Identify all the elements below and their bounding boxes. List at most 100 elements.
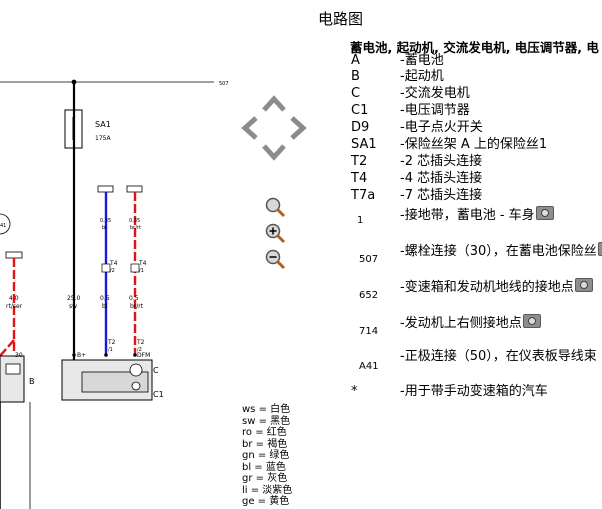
legend-description-wrap: -2 芯插头连接: [400, 154, 482, 170]
legend-description: -7 芯插头连接: [400, 188, 483, 203]
zoom-in-button[interactable]: [264, 222, 286, 244]
pan-right-button[interactable]: [290, 116, 308, 140]
wire-color-entry: sw = 黑色: [242, 415, 291, 427]
wire-main-color: sw: [69, 303, 77, 310]
zoom-fit-button[interactable]: [264, 196, 286, 218]
wire-blue-size-top: 0.35: [100, 218, 111, 224]
label-b: B: [29, 377, 35, 386]
legend-code: T7a: [351, 188, 376, 203]
legend-code: 1: [357, 215, 364, 226]
pin-b-plus: B+: [77, 352, 86, 359]
connector-t4-1[interactable]: [130, 263, 140, 273]
legend-description: -保险丝架 A 上的保险丝1: [400, 137, 548, 152]
connector-t4-1-label: T4: [138, 260, 147, 267]
legend-description: -交流发电机: [400, 86, 470, 101]
legend-description-wrap: -螺栓连接（30），在蓄电池保险丝: [400, 242, 602, 260]
legend-description-wrap: -交流发电机: [400, 86, 470, 102]
legend-description: -电压调节器: [400, 103, 470, 118]
zoom-out-icon: [265, 249, 286, 270]
connector-t4-2-label: T4: [109, 260, 118, 267]
starter-terminal: [5, 363, 21, 375]
right-arrow-icon: [290, 116, 307, 140]
wire-blue-color: bl: [102, 303, 108, 310]
legend-description-wrap: -电子点火开关: [400, 120, 483, 136]
pin-dfm: DFM: [137, 352, 150, 359]
wire-left-size: 4.0: [9, 295, 19, 302]
legend-code: *: [351, 384, 358, 399]
connector-t4-2[interactable]: [101, 263, 111, 273]
legend-description: -4 芯插头连接: [400, 171, 483, 186]
label-c1: C1: [153, 390, 164, 399]
legend-description-wrap: -保险丝架 A 上的保险丝1: [400, 137, 547, 153]
connector-t2-1-pin: /1: [108, 347, 113, 353]
pin-dot-red: [133, 353, 137, 357]
pin-dot-b: [72, 353, 76, 357]
wire-left-red-diag: [0, 339, 15, 357]
connector-t2-1-label: T2: [107, 339, 116, 346]
legend-description-wrap: -接地带，蓄电池 - 车身: [400, 206, 554, 224]
wire-red-color: br/rt: [130, 303, 144, 310]
legend-description-wrap: -起动机: [400, 69, 444, 85]
wire-main-size: 25.0: [67, 295, 81, 302]
legend-description: -变速箱和发动机地线的接地点: [400, 280, 574, 295]
legend-description-wrap: -正极连接（50），在仪表板导线束: [400, 349, 597, 365]
wire-red-color-top: br/rt: [130, 225, 141, 231]
wiring-diagram[interactable]: 507 SA1 175A 25.0 sw 0.35 bl T4 /2 0.5 b…: [0, 0, 240, 509]
camera-icon[interactable]: [535, 206, 554, 220]
legend-description-wrap: -变速箱和发动机地线的接地点: [400, 278, 593, 296]
regulator-symbol: [131, 381, 141, 391]
legend-description-wrap: -发动机上右侧接地点: [400, 314, 541, 332]
wire-color-entry: li = 淡紫色: [242, 484, 293, 496]
legend-description: -2 芯插头连接: [400, 154, 483, 169]
wire-color-entry: ro = 红色: [242, 427, 287, 438]
fuse-label: SA1: [95, 120, 111, 129]
legend-description: -正极连接（50），在仪表板导线束: [400, 349, 597, 364]
component-41[interactable]: [0, 213, 11, 235]
starter-b[interactable]: [0, 355, 25, 403]
connector-t4-2-pin: /2: [110, 268, 115, 274]
legend-description-wrap: -4 芯插头连接: [400, 171, 482, 187]
label-507: 507: [219, 81, 229, 87]
voltage-regulator-c1[interactable]: [81, 371, 149, 393]
fuse-rating: 175A: [95, 135, 111, 142]
pan-down-button[interactable]: [262, 144, 286, 162]
legend-code: D9: [351, 120, 370, 135]
connector-t2-2-pin: /2: [137, 347, 142, 353]
alternator-symbol: [129, 363, 143, 377]
pan-up-button[interactable]: [262, 94, 286, 112]
label-41: 41: [0, 223, 6, 229]
legend-description: -起动机: [400, 69, 444, 84]
zoom-in-icon: [265, 223, 286, 244]
legend-code: T2: [351, 154, 368, 169]
legend-code: 652: [359, 290, 379, 301]
legend-description: -用于带手动变速箱的汽车: [400, 384, 548, 399]
wire-red-size-top: 0.35: [129, 218, 140, 224]
legend-description: -电子点火开关: [400, 120, 483, 135]
zoom-out-button[interactable]: [264, 248, 286, 270]
camera-icon[interactable]: [522, 314, 541, 328]
legend-code: SA1: [351, 137, 377, 152]
legend-description-wrap: -用于带手动变速箱的汽车: [400, 384, 548, 400]
label-c: C: [153, 366, 159, 375]
wire-color-entry: br = 褐色: [242, 438, 288, 450]
connector-t4-1-pin: /1: [139, 268, 144, 274]
left-arrow-icon: [241, 116, 258, 140]
legend-code: B: [351, 69, 360, 84]
wire-color-entry: gn = 绿色: [242, 450, 290, 461]
wire-red-size: 0.5: [129, 295, 139, 302]
legend-description-wrap: -蓄电池: [400, 53, 444, 69]
page-title: 电路图: [318, 10, 364, 28]
diagram-subtitle: 蓄电池, 起动机, 交流发电机, 电压调节器, 电: [350, 40, 599, 55]
legend-code: 507: [359, 254, 379, 265]
zoom-fit-icon: [265, 197, 286, 218]
legend-code: T4: [351, 171, 368, 186]
legend-code: A: [351, 53, 360, 68]
legend-description-wrap: -电压调节器: [400, 103, 470, 119]
down-arrow-icon: [262, 144, 286, 161]
camera-icon[interactable]: [597, 242, 602, 256]
camera-icon[interactable]: [574, 278, 593, 292]
pan-left-button[interactable]: [240, 116, 258, 140]
legend-description: -发动机上右侧接地点: [400, 316, 522, 331]
connector-t2-2-label: T2: [136, 339, 145, 346]
